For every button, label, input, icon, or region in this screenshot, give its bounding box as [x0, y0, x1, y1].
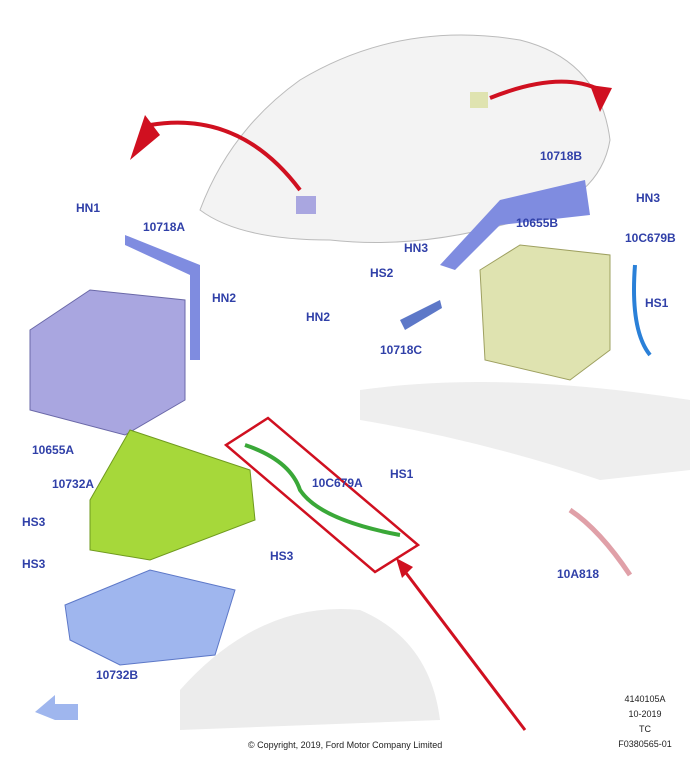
- label-HN2: HN2: [306, 310, 331, 324]
- label-HS3: HS3: [22, 557, 46, 571]
- label-HS1: HS1: [645, 296, 669, 310]
- floor-pan-left: [180, 609, 440, 730]
- label-10655B: 10655B: [516, 216, 559, 230]
- arrowhead-front: [130, 115, 160, 160]
- code-line: 4140105A: [624, 694, 666, 704]
- label-10718A: 10718A: [143, 220, 186, 234]
- floor-pan-right: [360, 382, 690, 480]
- label-10718C: 10718C: [380, 343, 423, 357]
- label-HS1: HS1: [390, 467, 414, 481]
- battery-10655B: [479, 244, 611, 381]
- bracket-10718A: [125, 235, 200, 360]
- label-10C679A: 10C679A: [312, 476, 363, 490]
- highlight-arrow: [398, 564, 527, 731]
- battery-10655A: [29, 289, 186, 436]
- code-line: TC: [639, 724, 651, 734]
- code-line: F0380565-01: [618, 739, 672, 749]
- vehicle-outline: [199, 34, 611, 243]
- bracket-10718B: [440, 180, 590, 270]
- label-HS3: HS3: [270, 549, 294, 563]
- label-HN3: HN3: [636, 191, 661, 205]
- arrowhead-rear: [590, 85, 612, 112]
- label-HN3: HN3: [404, 241, 429, 255]
- label-HS3: HS3: [22, 515, 46, 529]
- label-HN2: HN2: [212, 291, 237, 305]
- copyright: © Copyright, 2019, Ford Motor Company Li…: [248, 740, 443, 750]
- highlight-arrowhead: [396, 558, 413, 578]
- label-10C679B: 10C679B: [625, 231, 676, 245]
- vehicle-battery-front: [296, 196, 316, 214]
- tray-10732A: [89, 429, 256, 561]
- label-HN1: HN1: [76, 201, 101, 215]
- label-HS2: HS2: [370, 266, 394, 280]
- cable-10C679A: [244, 443, 401, 537]
- cable-10A818: [568, 507, 633, 577]
- vehicle-battery-rear: [470, 92, 488, 108]
- label-10718B: 10718B: [540, 149, 583, 163]
- arrow-front: [149, 120, 302, 192]
- clamp-10718C: [400, 300, 442, 330]
- direction-arrow-icon: [35, 695, 78, 720]
- cable-10C679B: [632, 264, 652, 357]
- tray-support-10732B: [64, 569, 236, 666]
- code-line: 10-2019: [628, 709, 662, 719]
- label-10732B: 10732B: [96, 668, 139, 682]
- label-10A818: 10A818: [557, 567, 600, 581]
- highlight-box: [223, 416, 421, 574]
- label-10732A: 10732A: [52, 477, 95, 491]
- label-10655A: 10655A: [32, 443, 75, 457]
